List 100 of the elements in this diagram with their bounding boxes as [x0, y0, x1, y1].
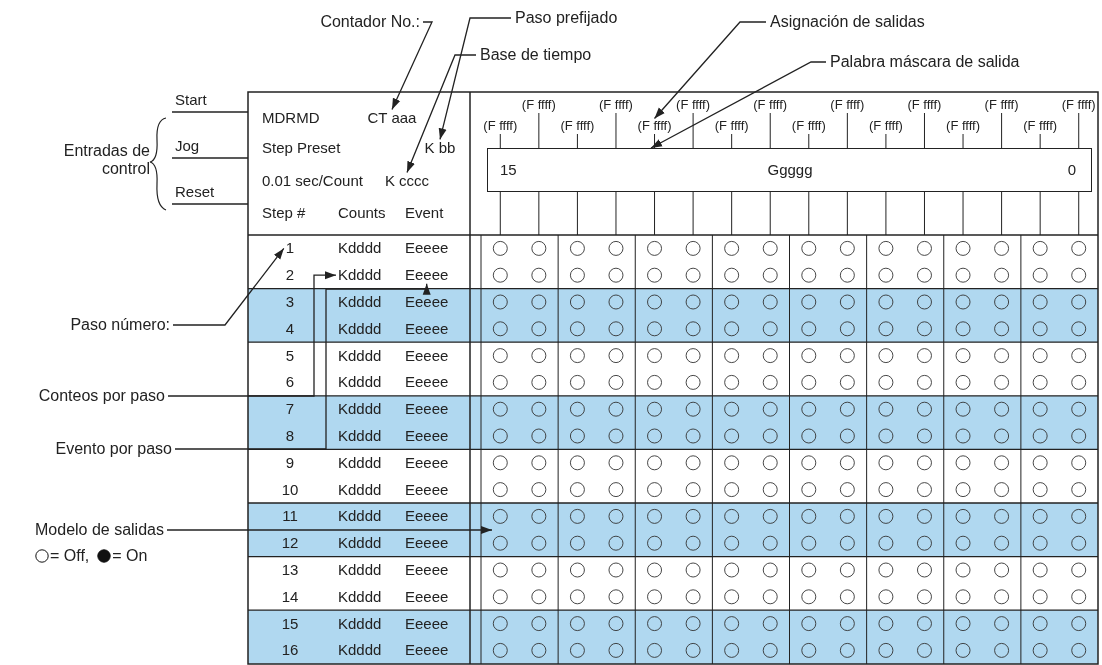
count-value: Kdddd — [338, 373, 382, 391]
event-value: Eeeee — [405, 239, 449, 257]
count-value: Kdddd — [338, 427, 382, 445]
callout-label: Contador No.: — [320, 12, 420, 32]
step-number: 12 — [281, 534, 299, 552]
event-value: Eeeee — [405, 614, 449, 633]
output-address-label: (F ffff) — [868, 118, 903, 134]
callout-label: Paso prefijado — [515, 8, 618, 28]
event-value: Eeeee — [405, 561, 449, 579]
callout-label: Paso número: — [70, 315, 170, 335]
step-number: 6 — [285, 373, 295, 391]
event-value: Eeeee — [405, 293, 449, 311]
parameter-value: CT aaa — [367, 109, 417, 127]
legend-label: = On — [112, 546, 148, 566]
callout-label: Asignación de salidas — [770, 12, 925, 32]
count-value: Kdddd — [338, 588, 382, 606]
count-value: Kdddd — [338, 614, 382, 633]
parameter-label: Step Preset — [262, 139, 341, 157]
callout-label: Conteos por paso — [38, 386, 165, 406]
count-value: Kdddd — [338, 266, 382, 284]
input-label: Start — [175, 91, 207, 109]
step-number: 7 — [285, 400, 295, 418]
count-value: Kdddd — [338, 239, 382, 257]
count-value: Kdddd — [338, 320, 382, 338]
output-address-label: (F ffff) — [714, 118, 749, 134]
output-address-label: (F ffff) — [521, 97, 556, 113]
count-value: Kdddd — [338, 507, 382, 525]
column-header: Counts — [338, 204, 386, 222]
output-address-label: (F ffff) — [946, 118, 980, 134]
leader-line — [172, 247, 285, 326]
step-number: 3 — [285, 293, 295, 311]
step-number: 16 — [281, 641, 299, 659]
step-number: 8 — [285, 427, 295, 445]
event-value: Eeeee — [405, 266, 449, 284]
callout-label: Palabra máscara de salida — [830, 52, 1020, 72]
leader-line — [438, 17, 512, 141]
step-number: 15 — [281, 614, 299, 633]
event-value: Eeeee — [405, 454, 449, 472]
parameter-label: 0.01 sec/Count — [262, 172, 363, 190]
mask-value: Ggggg — [767, 161, 813, 179]
output-address-label: (F ffff) — [483, 118, 518, 134]
step-number: 2 — [285, 266, 295, 284]
parameter-value: K cccc — [384, 172, 430, 190]
output-address-label: (F ffff) — [984, 97, 1019, 113]
leader-line — [406, 54, 477, 174]
leader-line — [653, 21, 767, 120]
count-value: Kdddd — [338, 641, 382, 659]
mask-value: 0 — [1067, 161, 1076, 179]
event-value: Eeeee — [405, 320, 449, 338]
output-address-label: (F ffff) — [599, 97, 633, 113]
count-value: Kdddd — [338, 400, 382, 418]
count-value: Kdddd — [338, 480, 382, 499]
callout-label: Modelo de salidas — [35, 520, 164, 540]
output-address-label: (F ffff) — [830, 97, 865, 113]
leader-line — [166, 526, 493, 534]
event-value: Eeeee — [405, 427, 449, 445]
count-value: Kdddd — [338, 293, 382, 311]
output-address-label: (F ffff) — [1061, 97, 1096, 113]
output-address-label: (F ffff) — [1023, 118, 1058, 134]
event-value: Eeeee — [405, 641, 449, 659]
count-value: Kdddd — [338, 534, 382, 552]
input-label: Reset — [175, 183, 215, 201]
input-label: Jog — [175, 137, 200, 155]
column-header: Event — [405, 204, 444, 222]
parameter-value: K bb — [424, 139, 456, 157]
leader-line — [174, 283, 431, 450]
output-address-label: (F ffff) — [753, 97, 788, 113]
event-value: Eeeee — [405, 507, 449, 525]
event-value: Eeeee — [405, 373, 449, 391]
step-number: 1 — [285, 239, 295, 257]
count-value: Kdddd — [338, 561, 382, 579]
callout-label: Base de tiempo — [480, 45, 592, 65]
event-value: Eeeee — [405, 534, 449, 552]
output-address-label: (F ffff) — [907, 97, 942, 113]
mask-word-box — [487, 148, 1092, 192]
output-address-label: (F ffff) — [560, 118, 595, 134]
step-number: 11 — [282, 507, 298, 525]
step-number: 4 — [285, 320, 295, 338]
event-value: Eeeee — [405, 346, 449, 365]
event-value: Eeeee — [405, 400, 449, 418]
leader-line — [167, 271, 337, 397]
legend-label: = Off, — [50, 546, 90, 566]
event-value: Eeeee — [405, 480, 449, 499]
count-value: Kdddd — [338, 346, 382, 365]
output-address-label: (F ffff) — [676, 97, 711, 113]
step-number: 10 — [281, 480, 299, 499]
instruction-label: MDRMD — [262, 109, 320, 127]
group-label: Entradas de control — [62, 141, 150, 179]
leader-line — [391, 21, 433, 111]
output-address-label: (F ffff) — [637, 118, 672, 134]
step-number: 5 — [285, 346, 295, 365]
leader-line — [650, 61, 827, 149]
callout-label: Evento por paso — [55, 439, 172, 459]
count-value: Kdddd — [338, 454, 382, 472]
output-address-label: (F ffff) — [791, 118, 826, 134]
event-value: Eeeee — [405, 588, 449, 606]
step-number: 9 — [285, 454, 295, 472]
step-number: 14 — [281, 588, 299, 606]
mask-value: 15 — [500, 161, 517, 179]
step-number: 13 — [281, 561, 299, 579]
